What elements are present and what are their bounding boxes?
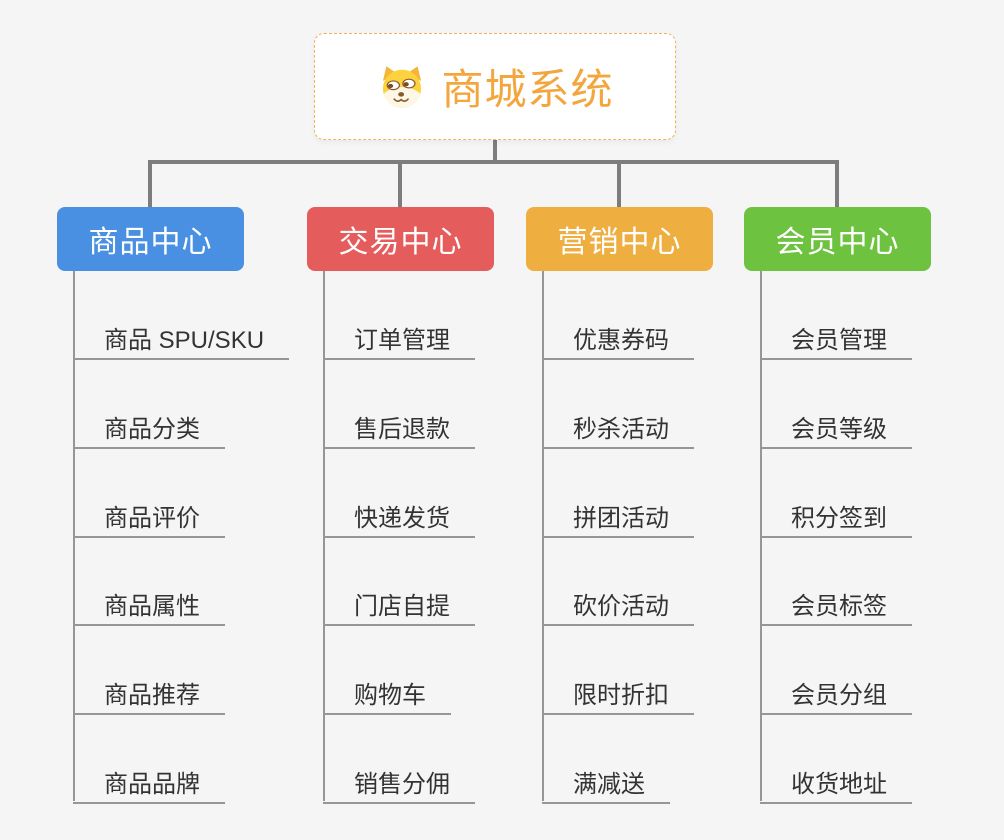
connector-line (148, 160, 839, 164)
leaf-label: 砍价活动 (573, 593, 669, 621)
root-title: 商城系统 (441, 66, 614, 113)
leaf-node[interactable]: 购物车 (323, 665, 451, 716)
connector-line (617, 160, 621, 207)
leaf-node[interactable]: 会员等级 (760, 399, 912, 449)
leaf-label: 商品推荐 (104, 682, 200, 710)
leaf-node[interactable]: 积分签到 (760, 488, 912, 538)
leaf-label: 秒杀活动 (573, 415, 669, 443)
leaf-label: 商品分类 (104, 415, 200, 443)
leaf-node[interactable]: 快递发货 (323, 488, 475, 538)
connector-line (493, 140, 497, 164)
branch-label: 商品中心 (88, 226, 213, 259)
leaf-node[interactable]: 商品评价 (73, 488, 225, 538)
leaf-label: 售后退款 (354, 415, 450, 443)
leaf-label: 订单管理 (354, 327, 450, 354)
leaf-node[interactable]: 售后退款 (323, 399, 475, 449)
leaf-node[interactable]: 收货地址 (760, 754, 912, 804)
leaf-label: 会员分组 (791, 682, 887, 710)
leaf-label: 商品评价 (104, 504, 200, 532)
connector-line (835, 160, 839, 207)
branch-header[interactable]: 会员中心 (744, 207, 931, 271)
leaf-node[interactable]: 满减送 (542, 754, 670, 804)
branch-header[interactable]: 营销中心 (526, 207, 713, 271)
leaf-label: 积分签到 (791, 504, 887, 532)
leaf-node[interactable]: 秒杀活动 (542, 399, 694, 449)
leaf-node[interactable]: 优惠券码 (542, 310, 694, 360)
leaf-label: 购物车 (354, 682, 426, 710)
leaf-node[interactable]: 商品品牌 (73, 754, 225, 804)
leaf-label: 会员等级 (791, 415, 887, 443)
leaf-node[interactable]: 订单管理 (323, 310, 475, 360)
leaf-node[interactable]: 销售分佣 (323, 754, 475, 804)
leaf-node[interactable]: 会员管理 (760, 310, 912, 360)
leaf-node[interactable]: 会员分组 (760, 665, 912, 716)
leaf-node[interactable]: 商品分类 (73, 399, 225, 449)
leaf-label: 满减送 (573, 771, 645, 798)
branch-label: 营销中心 (557, 226, 682, 259)
branch-header[interactable]: 交易中心 (307, 207, 494, 271)
leaf-node[interactable]: 商品属性 (73, 576, 225, 627)
leaf-label: 商品品牌 (104, 771, 200, 798)
leaf-node[interactable]: 商品推荐 (73, 665, 225, 716)
leaf-label: 销售分佣 (354, 771, 450, 798)
leaf-node[interactable]: 拼团活动 (542, 488, 694, 538)
leaf-label: 商品属性 (104, 593, 200, 621)
branch-label: 会员中心 (775, 226, 900, 259)
branch-header[interactable]: 商品中心 (57, 207, 244, 271)
leaf-label: 快递发货 (354, 504, 450, 532)
leaf-label: 商品 SPU/SKU (104, 327, 265, 354)
leaf-node[interactable]: 砍价活动 (542, 576, 694, 627)
leaf-node[interactable]: 限时折扣 (542, 665, 694, 716)
leaf-label: 限时折扣 (573, 682, 669, 710)
leaf-label: 拼团活动 (573, 504, 669, 532)
root-node[interactable]: 商城系统 (314, 33, 676, 140)
connector-line (148, 160, 152, 207)
leaf-node[interactable]: 商品 SPU/SKU (73, 310, 290, 360)
dog-face-icon (376, 61, 428, 113)
leaf-node[interactable]: 门店自提 (323, 576, 475, 627)
leaf-label: 门店自提 (354, 593, 450, 621)
branch-label: 交易中心 (338, 226, 463, 259)
leaf-label: 会员管理 (791, 327, 887, 354)
leaf-label: 收货地址 (791, 771, 887, 798)
connector-line (398, 160, 402, 207)
leaf-label: 优惠券码 (573, 327, 669, 354)
leaf-label: 会员标签 (791, 593, 887, 621)
leaf-node[interactable]: 会员标签 (760, 576, 912, 627)
